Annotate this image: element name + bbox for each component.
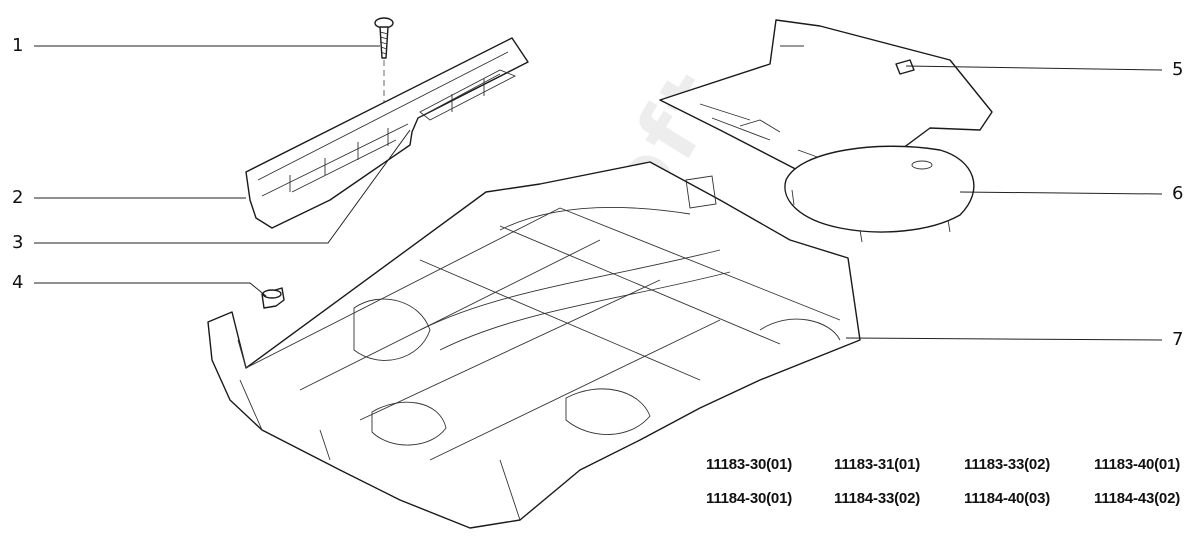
callout-2: 2 — [12, 187, 24, 208]
callout-4: 4 — [12, 272, 24, 293]
clip-part[interactable] — [261, 287, 285, 309]
callout-3: 3 — [12, 232, 24, 253]
leader-lines — [34, 45, 1163, 341]
floor-carpet-part[interactable] — [207, 161, 861, 529]
callout-6: 6 — [1172, 183, 1184, 204]
code-r2c2: 11184-33(02) — [834, 490, 921, 507]
sill-trim-part[interactable] — [245, 37, 529, 229]
code-r2c1: 11184-30(01) — [706, 490, 793, 507]
code-r1c3: 11183-33(02) — [964, 456, 1051, 473]
code-r1c1: 11183-30(01) — [706, 456, 793, 473]
wheel-cover-part[interactable] — [784, 145, 975, 243]
code-r1c4: 11183-40(01) — [1094, 456, 1181, 473]
callout-7: 7 — [1172, 329, 1184, 350]
code-r2c3: 11184-40(03) — [964, 490, 1051, 507]
screw-part[interactable] — [374, 17, 394, 130]
callout-1: 1 — [12, 35, 24, 56]
code-r1c2: 11183-31(01) — [834, 456, 921, 473]
callout-5: 5 — [1172, 59, 1184, 80]
code-r2c4: 11184-43(02) — [1094, 490, 1181, 507]
